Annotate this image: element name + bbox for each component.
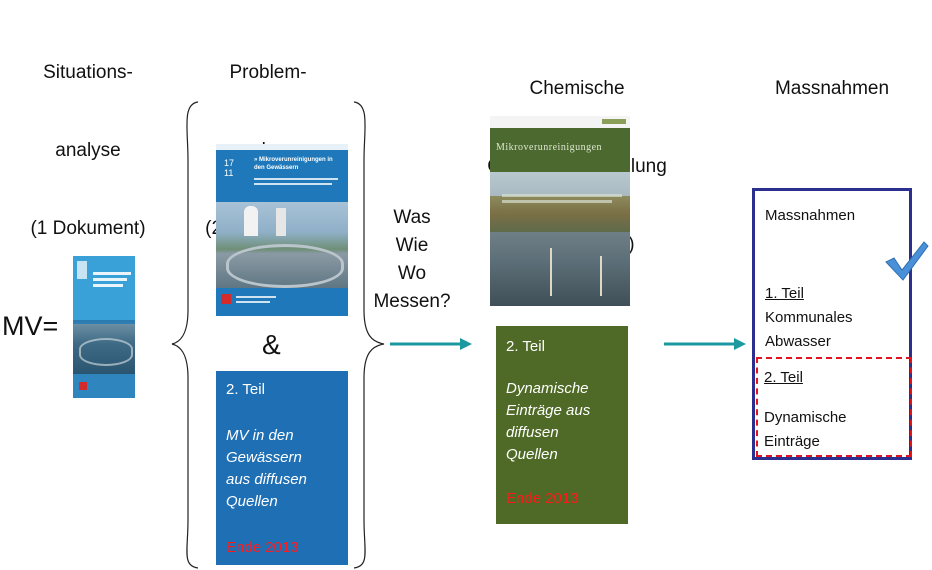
question-line: Messen? [373,291,451,312]
box-line: Gewässern [226,449,302,466]
deadline: Ende 2013 [506,490,579,507]
header-line: (1 Dokument) [30,218,146,239]
checkmark-icon [885,241,929,281]
question-line: Was [393,207,431,228]
chemisch-teil2-box: 2. Teil Dynamische Einträge aus diffusen… [496,326,628,524]
teil-label: 2. Teil [506,338,545,355]
massnahmen-title: Massnahmen [765,207,856,224]
header-line: Situations- [43,62,133,83]
teil1-line: Kommunales [765,309,853,326]
header-line: Chemische [529,78,625,99]
box-line: Quellen [506,446,558,463]
brace-left [171,101,199,569]
teil2-line: Dynamische [764,409,847,426]
chemisch-cover-image: Mikroverunreinigungen [490,116,630,306]
teil2-label: 2. Teil [764,369,803,386]
header-line: analyse [55,140,121,161]
situationsanalyse-cover-image [73,256,135,398]
header-line: Problem- [229,62,307,83]
arrow-to-chemisch [390,338,472,350]
teil1-line: Abwasser [765,333,831,350]
ampersand: & [262,329,281,360]
problemanalyse-teil2-box: 2. Teil MV in den Gewässern aus diffusen… [216,371,348,565]
cover-title: Mikroverunreinigungen [496,142,603,153]
teil-label: 2. Teil [226,381,265,398]
box-line: MV in den [226,427,294,444]
header-line: Massnahmen [774,78,890,99]
cover-title: » Mikroverunreinigungen in den Gewässern [254,157,333,171]
box-line: aus diffusen [226,471,307,488]
box-line: Quellen [226,493,278,510]
massnahmen-teil2-dashed-box: 2. Teil Dynamische Einträge [756,357,912,457]
question-text: Was Wie Wo Messen? [368,204,456,316]
header-massnahmen: Massnahmen [752,24,912,128]
box-line: diffusen [506,424,559,441]
deadline: Ende 2013 [226,539,299,556]
question-line: Wie [395,235,429,256]
teil2-line: Einträge [764,433,820,450]
box-line: Dynamische [506,380,589,397]
arrow-to-massnahmen [664,338,746,350]
box-line: Einträge aus [506,402,591,419]
massnahmen-box: Massnahmen 1. Teil Kommunales Abwasser [752,188,912,460]
question-line: Wo [397,263,427,284]
mv-label: MV= [2,311,59,341]
brace-right [353,101,385,569]
teil1-label: 1. Teil [765,285,804,302]
header-situationsanalyse: Situations- analyse (1 Dokument) [0,8,176,268]
